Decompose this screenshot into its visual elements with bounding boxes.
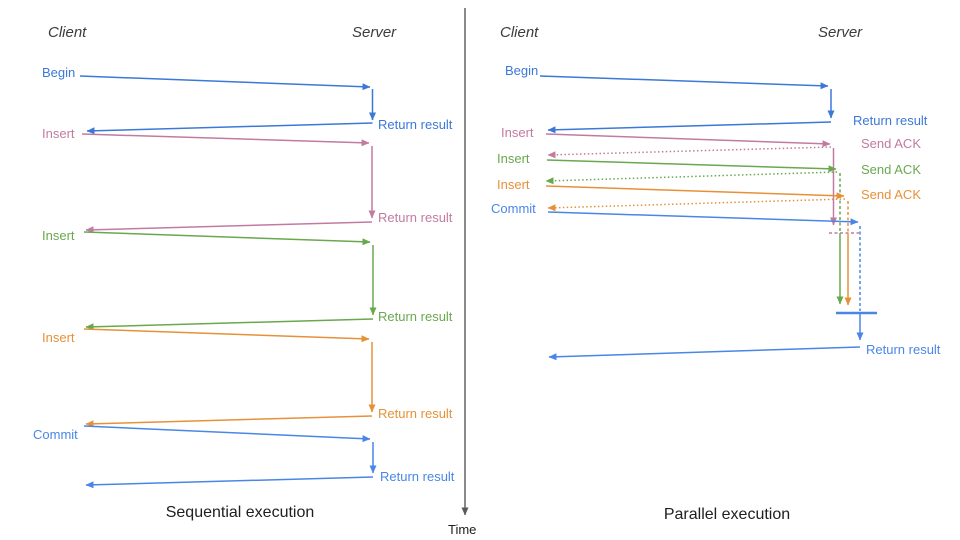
seq-commit-label: Commit bbox=[33, 427, 78, 442]
seq-begin-response-line bbox=[86, 122, 373, 135]
par-commit-request-line bbox=[547, 211, 859, 226]
sequential-title: Sequential execution bbox=[165, 504, 315, 521]
par-insert2-request-line bbox=[546, 159, 837, 173]
parallel-title: Parallel execution bbox=[663, 506, 791, 523]
par-commit-label: Commit bbox=[491, 201, 536, 216]
seq-insert3-label: Insert bbox=[42, 330, 75, 345]
time-axis-label: Time bbox=[448, 522, 477, 537]
par-begin-label: Begin bbox=[505, 63, 539, 78]
seq-insert2-label: Insert bbox=[42, 228, 75, 243]
seq-begin-label: Begin bbox=[42, 65, 76, 80]
par-insert2-label: Insert bbox=[497, 151, 530, 166]
seq-insert2-response-label: Return result bbox=[378, 309, 453, 324]
seq-insert1-response-line bbox=[85, 221, 373, 234]
seq-insert1-request-line bbox=[81, 133, 370, 147]
seq-insert1-label: Insert bbox=[42, 126, 75, 141]
seq-server-header: Server bbox=[352, 24, 397, 41]
par-begin-response-line bbox=[547, 121, 832, 134]
seq-insert2-response-line bbox=[85, 318, 374, 331]
seq-commit-request-line bbox=[83, 425, 371, 443]
par-insert2-ack-line bbox=[545, 171, 838, 185]
seq-begin-request-line bbox=[79, 75, 371, 91]
seq-commit-response-line bbox=[85, 476, 374, 489]
par-server-header: Server bbox=[818, 24, 863, 41]
par-insert2-response-label: Send ACK bbox=[861, 162, 921, 177]
seq-insert3-request-line bbox=[83, 328, 370, 343]
sequential-panel-lines bbox=[79, 75, 377, 489]
seq-insert3-response-label: Return result bbox=[378, 406, 453, 421]
par-begin-response-label: Return result bbox=[853, 113, 928, 128]
seq-begin-response-label: Return result bbox=[378, 117, 453, 132]
par-commit-response-label: Return result bbox=[866, 342, 941, 357]
par-begin-request-line bbox=[539, 75, 829, 90]
seq-insert3-response-line bbox=[85, 415, 373, 428]
seq-commit-response-label: Return result bbox=[380, 469, 455, 484]
par-insert3-response-label: Send ACK bbox=[861, 187, 921, 202]
par-client-header: Client bbox=[500, 24, 539, 41]
parallel-panel-lines bbox=[539, 75, 877, 361]
par-insert1-response-label: Send ACK bbox=[861, 136, 921, 151]
par-insert1-ack-line bbox=[547, 146, 832, 159]
par-insert3-ack-line bbox=[547, 198, 846, 212]
seq-insert2-request-line bbox=[83, 231, 371, 246]
seq-insert1-response-label: Return result bbox=[378, 210, 453, 225]
par-insert1-label: Insert bbox=[501, 125, 534, 140]
par-insert3-label: Insert bbox=[497, 177, 530, 192]
par-insert3-request-line bbox=[545, 185, 845, 200]
seq-client-header: Client bbox=[48, 24, 87, 41]
par-insert1-request-line bbox=[545, 133, 831, 148]
par-commit-response-line bbox=[548, 346, 861, 361]
